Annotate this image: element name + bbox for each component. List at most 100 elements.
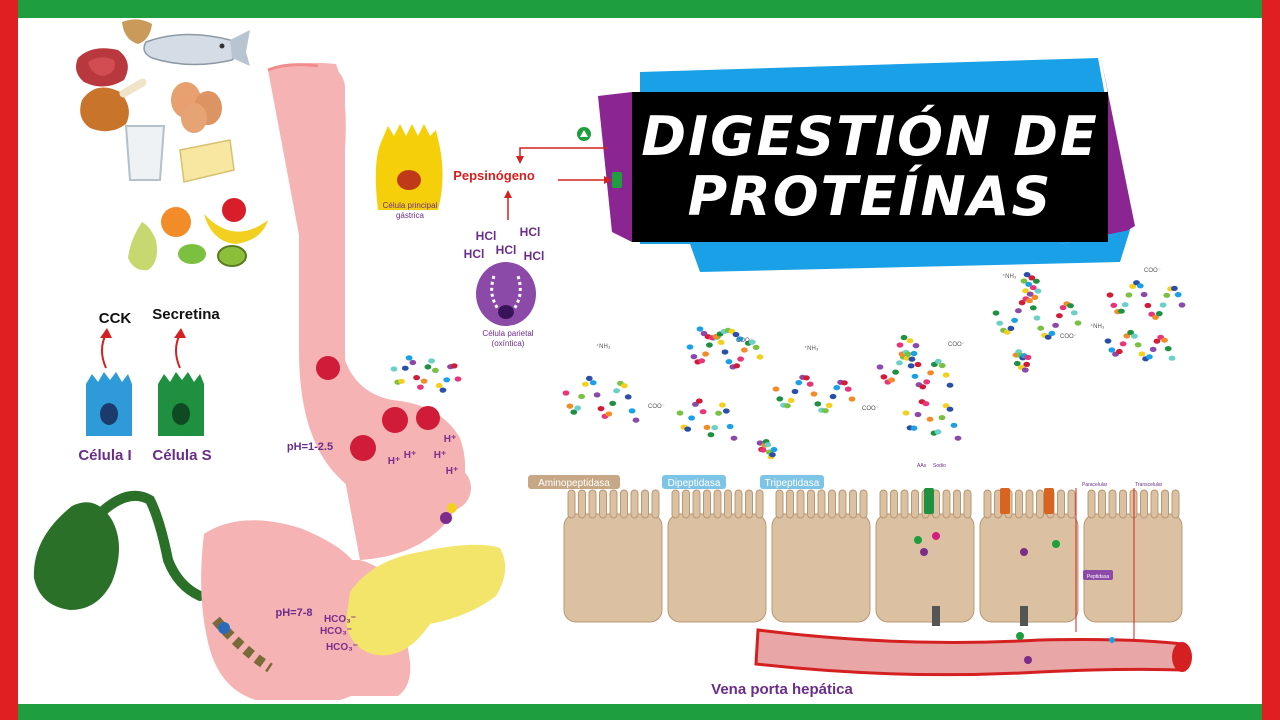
amino-acid-bead	[1033, 315, 1041, 321]
amino-acid-bead	[706, 342, 713, 348]
hcl-1: HCl	[476, 229, 497, 243]
protein-blob-3	[416, 406, 440, 430]
amino-acid-bead	[597, 406, 605, 412]
amino-acid-bead	[413, 375, 420, 381]
dipeptidase-tag	[662, 475, 726, 489]
amino-acid-bead	[946, 382, 954, 388]
amino-acid-bead	[922, 401, 930, 407]
amino-acid-bead	[1123, 333, 1131, 339]
amino-acid-bead	[628, 408, 636, 414]
amino-acid-bead	[833, 385, 841, 391]
amino-acid-bead	[1149, 346, 1157, 352]
amino-acid-bead	[902, 410, 910, 416]
bread-icon	[122, 19, 152, 44]
amino-acid-bead	[1022, 288, 1029, 294]
amino-acid-bead	[726, 423, 734, 430]
milk-glass-icon	[124, 125, 166, 181]
amino-acid-bead	[942, 403, 950, 409]
amino-acid-bead	[1018, 300, 1026, 306]
chief-cell-label-2: gástrica	[396, 211, 425, 220]
fish-icon	[143, 33, 239, 66]
amino-acid-bead	[844, 386, 852, 392]
amino-acid-bead	[1106, 292, 1114, 298]
gallbladder-icon	[33, 502, 119, 610]
svg-text:HCO₃⁻: HCO₃⁻	[326, 642, 358, 653]
microvillus	[724, 489, 732, 519]
amino-acid-bead	[795, 380, 803, 386]
microvillus	[1057, 489, 1065, 519]
amino-acid-bead	[1121, 302, 1129, 308]
chief-cell-label-1: Célula principal	[383, 201, 438, 210]
amino-acid-bead	[428, 358, 435, 364]
amino-acid-bead	[1164, 346, 1172, 352]
parietal-cell-icon	[476, 262, 536, 326]
microvillus	[849, 489, 857, 519]
microvillus	[651, 489, 660, 519]
amino-acid-bead	[810, 391, 818, 397]
amino-acid-bead	[919, 384, 927, 390]
amino-acid-bead	[624, 394, 632, 400]
amino-acid-bead	[1029, 285, 1037, 291]
amino-acid-bead	[904, 351, 912, 357]
amino-acid-bead	[1138, 351, 1146, 357]
amino-acid-bead	[620, 383, 628, 389]
amino-acid-bead	[699, 409, 707, 415]
amino-acid-bead	[688, 415, 695, 421]
amino-acid-bead	[1161, 337, 1168, 343]
hco3-label: HCO₃⁻	[324, 614, 356, 625]
amino-acid-bead	[732, 331, 740, 338]
microvillus	[630, 489, 639, 519]
amino-acid-bead	[910, 425, 918, 431]
cell-i-label: Célula I	[78, 447, 131, 464]
enterocyte-cell	[563, 513, 663, 623]
amino-acid-bead	[911, 373, 919, 379]
amino-acid-bead	[1056, 313, 1063, 319]
amino-acid-bead	[695, 398, 703, 404]
parietal-label-1: Célula parietal	[482, 329, 533, 338]
secretin-arrow	[175, 333, 181, 369]
amino-acid-bead	[1125, 292, 1133, 298]
amino-acid-bead	[756, 354, 764, 360]
amino-acid-bead	[946, 406, 954, 412]
amino-acid-bead	[892, 369, 899, 375]
title-purple-band	[598, 92, 632, 242]
enterocyte-cell	[1083, 513, 1183, 623]
amino-acid-bead	[954, 435, 962, 441]
bile-duct	[99, 490, 205, 601]
svg-text:H⁺: H⁺	[434, 450, 447, 461]
portal-vein-icon	[754, 628, 1186, 677]
microvillus	[1140, 489, 1148, 519]
food-icons	[76, 19, 268, 271]
microvillus	[1150, 489, 1159, 519]
svg-text:HCl: HCl	[496, 243, 517, 257]
enterocyte-cell	[667, 513, 767, 623]
amino-acid-bead	[692, 401, 699, 407]
kiwi-icon	[217, 245, 247, 267]
amino-acid-bead	[690, 354, 698, 360]
amino-acid-bead	[1136, 283, 1144, 289]
amino-acid-bead	[1015, 308, 1022, 314]
amino-acid-bead	[1013, 360, 1021, 367]
amino-acid-bead	[719, 402, 726, 408]
amino-acid-bead	[829, 393, 837, 400]
svg-text:H⁺: H⁺	[444, 434, 457, 445]
tripeptidase-label: Tripeptidasa	[765, 478, 820, 489]
amino-acid-bead	[1146, 354, 1153, 360]
sodium-label: Sodio	[933, 463, 946, 469]
intestinal-cells	[563, 489, 1183, 623]
peptide-chains	[390, 272, 1186, 460]
amino-acid-bead	[1171, 285, 1178, 291]
cell-s-label: Célula S	[152, 447, 211, 464]
enterocyte-cell	[875, 513, 975, 623]
amino-acid-bead	[1037, 325, 1045, 331]
amino-acid-bead	[1119, 341, 1127, 347]
microvillus	[786, 489, 794, 519]
microvillus	[775, 489, 784, 519]
amino-acid-bead	[942, 372, 950, 378]
microvillus	[703, 489, 711, 519]
amino-acid-bead	[632, 417, 640, 423]
protein-blob-2	[382, 407, 408, 433]
amino-acid-bead	[772, 386, 780, 392]
amino-acid-bead	[908, 356, 916, 362]
amino-acid-bead	[721, 349, 729, 355]
